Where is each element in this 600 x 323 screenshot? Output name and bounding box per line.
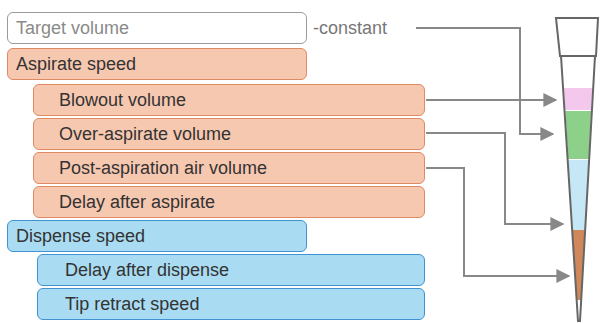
constant-box: Target volume bbox=[7, 12, 307, 44]
parameter-box: Post-aspiration air volume bbox=[33, 152, 425, 184]
leader-line bbox=[426, 168, 569, 276]
parameter-name: Tip retract speed bbox=[65, 294, 199, 314]
parameter-box: Delay after dispense bbox=[37, 254, 425, 286]
parameter-name: Over-aspirate volume bbox=[59, 124, 231, 144]
parameter-name: Dispense speed bbox=[16, 226, 145, 246]
parameter-name: Target volume bbox=[16, 18, 129, 38]
pipette-tip bbox=[555, 18, 600, 321]
tip-cone bbox=[561, 56, 595, 321]
parameter-box: Tip retract speed bbox=[37, 288, 425, 320]
leader-lines bbox=[416, 28, 569, 276]
leader-line bbox=[426, 99, 556, 101]
air-gap bbox=[555, 160, 600, 230]
parameter-box: Over-aspirate volume bbox=[33, 118, 425, 150]
parameter-box: Blowout volume bbox=[33, 84, 425, 116]
parameter-name: Blowout volume bbox=[59, 90, 186, 110]
target-liquid bbox=[555, 111, 600, 159]
note-label: -constant bbox=[311, 18, 389, 38]
parameter-name: Post-aspiration air volume bbox=[59, 158, 267, 178]
parameter-name: Delay after dispense bbox=[65, 260, 229, 280]
parameter-name: Delay after aspirate bbox=[59, 192, 215, 212]
parameter-box: Dispense speed bbox=[7, 220, 307, 252]
leader-line bbox=[416, 28, 553, 134]
over-aspirate-liquid bbox=[555, 230, 600, 300]
parameter-box: Aspirate speed bbox=[7, 48, 307, 80]
leader-line bbox=[426, 133, 563, 224]
parameter-box: Delay after aspirate bbox=[33, 186, 425, 218]
tip-collar bbox=[556, 18, 598, 56]
parameter-name: Aspirate speed bbox=[16, 54, 136, 74]
